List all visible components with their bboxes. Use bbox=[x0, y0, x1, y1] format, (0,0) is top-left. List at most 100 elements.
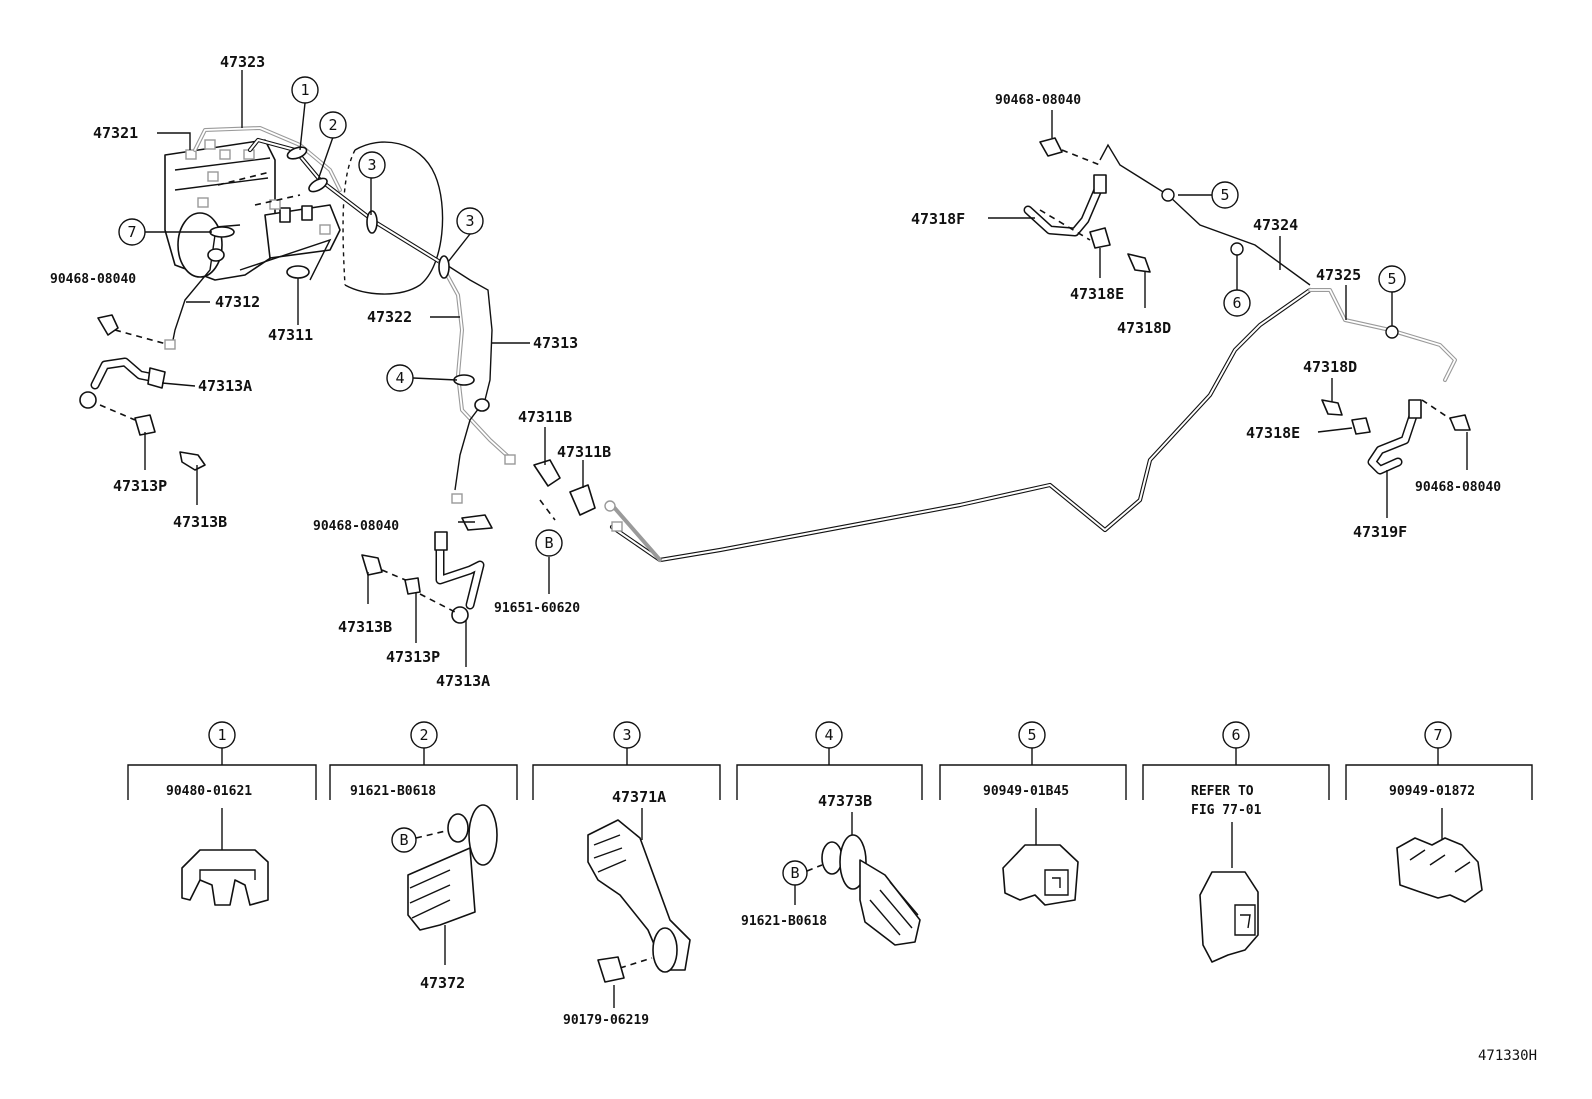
clamp-5a-point bbox=[1161, 188, 1175, 202]
label-90468-08040-c: 90468-08040 bbox=[995, 93, 1081, 108]
fitting-nut-c bbox=[219, 149, 231, 160]
legend-item-2: 2 91621-B0618 B 47372 bbox=[329, 721, 518, 992]
mounting-bracket bbox=[239, 238, 332, 281]
hose-top-fitting-rear-left bbox=[1093, 174, 1107, 194]
clamp-3a-on-tube bbox=[366, 210, 378, 234]
callout-6 bbox=[1223, 289, 1251, 317]
callout-5b bbox=[1378, 265, 1406, 293]
rear-right-hose-group bbox=[1321, 399, 1471, 475]
legend-part-6-line1: REFER TO bbox=[1191, 784, 1254, 799]
clip-guide-rear-left bbox=[1061, 149, 1101, 166]
callout-4-text: 4 bbox=[395, 369, 404, 387]
callout-3b-text: 3 bbox=[465, 212, 474, 230]
brake-booster-rear bbox=[342, 149, 356, 286]
legend-callout-4-text: 4 bbox=[824, 726, 833, 744]
legend-callout-7-text: 7 bbox=[1433, 726, 1442, 744]
label-47323: 47323 bbox=[220, 53, 265, 71]
legend-callout-b-2-text: B bbox=[399, 831, 408, 849]
fitting-nut-f bbox=[197, 197, 209, 208]
legend-part-2b: 47372 bbox=[420, 974, 465, 992]
legend-callout-b-4-text: B bbox=[790, 864, 799, 882]
legend-item-6: 6 REFER TO FIG 77-01 bbox=[1142, 721, 1330, 963]
hose-banjo-left bbox=[79, 391, 97, 409]
fitting-nut-h bbox=[319, 224, 331, 235]
washer-47318e-right bbox=[1351, 417, 1371, 435]
reservoir-cap-a bbox=[279, 207, 291, 223]
label-47318d-a: 47318D bbox=[1117, 319, 1171, 337]
clamp-7-on-tube bbox=[209, 226, 235, 238]
brake-booster-outline bbox=[344, 141, 444, 295]
banjo-guide-left bbox=[99, 404, 136, 421]
clamp-fig-77-01-icon bbox=[1199, 871, 1259, 963]
callout-b-main bbox=[535, 529, 563, 557]
tube-grommet-left bbox=[207, 248, 225, 262]
legend-bracket-5 bbox=[939, 748, 1127, 800]
legend-part-3b: 90179-06219 bbox=[563, 1013, 649, 1028]
master-cylinder-assembly bbox=[164, 139, 444, 295]
label-47322: 47322 bbox=[367, 308, 412, 326]
callout-1 bbox=[291, 76, 319, 104]
hose-banjo-mid bbox=[451, 606, 469, 624]
callout-7-text: 7 bbox=[127, 223, 136, 241]
brake-tube-lines bbox=[171, 126, 1457, 563]
tube-end-mid bbox=[604, 500, 616, 512]
legend-item-5: 5 90949-01B45 bbox=[939, 721, 1127, 906]
figure-code: 471330H bbox=[1478, 1048, 1537, 1064]
label-47319f: 47319F bbox=[1353, 523, 1407, 541]
clamp-90480-01621-icon bbox=[181, 849, 269, 906]
label-47325: 47325 bbox=[1316, 266, 1361, 284]
label-47313b-b: 47313B bbox=[338, 618, 392, 636]
legend-part-7: 90949-01872 bbox=[1389, 784, 1475, 799]
tube-nut-mid-c bbox=[611, 521, 623, 532]
front-right-hose-group bbox=[361, 454, 623, 624]
callout-6-text: 6 bbox=[1232, 294, 1241, 312]
label-47311b-a: 47311B bbox=[518, 408, 572, 426]
tube-47313-route bbox=[441, 261, 493, 491]
label-47318e-a: 47318E bbox=[1070, 285, 1124, 303]
clamp-47372-roller bbox=[468, 804, 498, 866]
callout-2 bbox=[319, 111, 347, 139]
callout-5a-text: 5 bbox=[1220, 186, 1229, 204]
callouts: 1 2 3 3 7 4 B 5 6 5 bbox=[118, 76, 1406, 557]
legend-part-5: 90949-01B45 bbox=[983, 784, 1069, 799]
tube-47311b-route bbox=[610, 503, 662, 562]
legend-part-6-line2: FIG 77-01 bbox=[1191, 803, 1262, 818]
legend-callout-6-text: 6 bbox=[1231, 726, 1240, 744]
callout-3a-text: 3 bbox=[367, 156, 376, 174]
legend-item-7: 7 90949-01872 bbox=[1345, 721, 1533, 903]
leader-lines bbox=[144, 70, 1468, 667]
bolt-47313b-left bbox=[179, 451, 206, 471]
label-47311: 47311 bbox=[268, 326, 313, 344]
callout-5b-text: 5 bbox=[1387, 270, 1396, 288]
legend-bracket-7 bbox=[1345, 748, 1533, 800]
tube-nut-mid-b bbox=[504, 454, 516, 465]
tube-nut-left bbox=[164, 339, 176, 350]
fitting-nut-a bbox=[185, 149, 197, 160]
legend-bracket-1 bbox=[127, 748, 317, 800]
tube-clamps bbox=[207, 146, 1399, 412]
bolt-47318d-left bbox=[1127, 253, 1151, 273]
fitting-guide-b bbox=[254, 194, 301, 206]
clip-90468-left bbox=[97, 314, 119, 336]
rear-left-hose-group bbox=[1023, 137, 1151, 273]
hose-guide-rear-left bbox=[1039, 209, 1091, 241]
legend-callout-b-2 bbox=[391, 827, 417, 853]
label-47313: 47313 bbox=[533, 334, 578, 352]
legend-part-2: 91621-B0618 bbox=[350, 784, 436, 799]
clip-90468-rear-left bbox=[1039, 137, 1063, 157]
clip-90468-rear-right bbox=[1449, 414, 1471, 431]
front-left-hose-group bbox=[79, 314, 206, 471]
washer-47318e-left bbox=[1089, 227, 1111, 249]
callout-b-main-text: B bbox=[544, 534, 553, 552]
legend-item-4: 4 47373B B 91621-B0618 bbox=[736, 721, 923, 946]
label-47311b-b: 47311B bbox=[557, 443, 611, 461]
callout-1-text: 1 bbox=[300, 81, 309, 99]
part-labels: 47323 47321 90468-08040 47312 47311 4732… bbox=[50, 53, 1501, 690]
clamp-1-on-tube bbox=[286, 146, 308, 160]
fitting-guide-a bbox=[217, 171, 271, 186]
label-47318e-b: 47318E bbox=[1246, 424, 1300, 442]
legend-bracket-2 bbox=[329, 748, 518, 800]
label-47313b-a: 47313B bbox=[173, 513, 227, 531]
clip-47311b-a bbox=[533, 459, 561, 487]
